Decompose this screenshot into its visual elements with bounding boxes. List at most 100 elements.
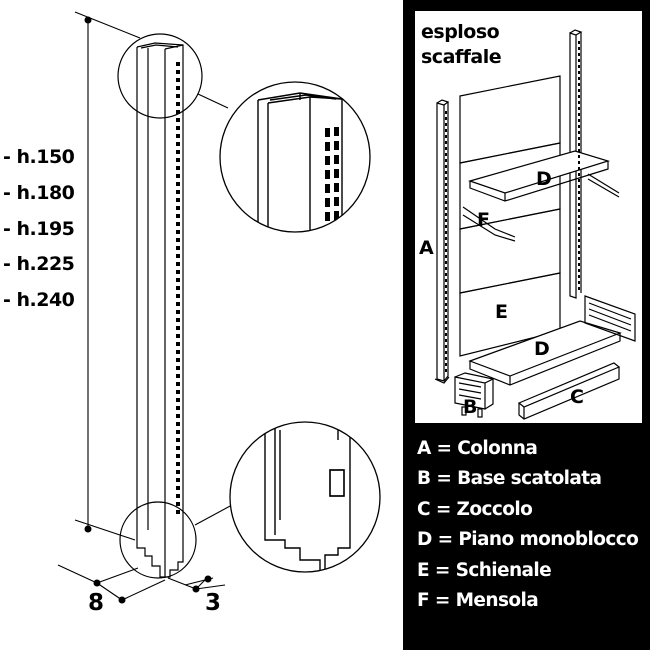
column-slot bbox=[176, 318, 180, 322]
exploded-slot bbox=[578, 101, 580, 104]
exploded-slot bbox=[578, 65, 580, 68]
exploded-view-inset: esploso scaffale A D F E D B C bbox=[415, 11, 642, 423]
exploded-slot bbox=[445, 303, 447, 306]
depth-dimension-dot-2 bbox=[118, 596, 126, 604]
column-slot bbox=[176, 366, 180, 370]
part-label-f: F bbox=[477, 209, 490, 231]
column-slot bbox=[176, 62, 180, 66]
base-b bbox=[454, 372, 495, 418]
exploded-slot bbox=[578, 161, 580, 164]
exploded-slot bbox=[445, 123, 447, 126]
detail-slot bbox=[325, 170, 330, 179]
bottom-leader-line bbox=[194, 504, 233, 526]
base-d bbox=[468, 320, 622, 386]
height-dimension-top-dot bbox=[84, 16, 92, 24]
detail-slot bbox=[334, 169, 339, 178]
height-option: - h.180 bbox=[3, 181, 75, 204]
exploded-slot bbox=[578, 71, 580, 74]
exploded-view-title: esploso scaffale bbox=[421, 20, 502, 70]
plinth-c bbox=[517, 362, 621, 420]
exploded-slot bbox=[578, 269, 580, 272]
exploded-slot bbox=[445, 165, 447, 168]
exploded-slot bbox=[445, 291, 447, 294]
exploded-slot bbox=[578, 221, 580, 224]
column-slot bbox=[176, 374, 180, 378]
height-dimension-bottom-dot bbox=[84, 525, 92, 533]
column-slots bbox=[176, 62, 180, 514]
top-detail-slots bbox=[325, 127, 339, 232]
height-option: - h.150 bbox=[3, 146, 75, 168]
exploded-slot bbox=[578, 77, 580, 80]
exploded-slot bbox=[445, 249, 447, 252]
column-a bbox=[434, 99, 450, 384]
part-label-d-base: D bbox=[534, 338, 550, 360]
side-bracket bbox=[584, 295, 636, 342]
column-slot bbox=[176, 494, 180, 498]
bottom-detail-circle bbox=[229, 421, 381, 573]
exploded-slot bbox=[578, 281, 580, 284]
exploded-slot bbox=[445, 321, 447, 324]
exploded-slot bbox=[578, 239, 580, 242]
exploded-slot bbox=[445, 177, 447, 180]
detail-slot bbox=[325, 212, 330, 221]
exploded-slot bbox=[445, 171, 447, 174]
exploded-slot bbox=[578, 149, 580, 152]
detail-slot bbox=[334, 197, 339, 206]
exploded-slot bbox=[578, 173, 580, 176]
exploded-slot bbox=[445, 117, 447, 120]
thickness-dimension-label: 3 bbox=[205, 590, 222, 616]
column-slot bbox=[176, 70, 180, 74]
exploded-slot bbox=[578, 95, 580, 98]
exploded-slot bbox=[445, 213, 447, 216]
column-slot bbox=[176, 134, 180, 138]
column-slot bbox=[176, 350, 180, 354]
exploded-slot bbox=[578, 41, 580, 44]
exploded-slot bbox=[578, 251, 580, 254]
column-slot bbox=[176, 446, 180, 450]
exploded-slot bbox=[578, 83, 580, 86]
legend-item: A = Colonna bbox=[417, 438, 538, 459]
bottom-detail-slot bbox=[329, 469, 345, 497]
exploded-slot bbox=[578, 227, 580, 230]
exploded-slot bbox=[445, 141, 447, 144]
column-slot bbox=[176, 174, 180, 178]
part-label-d-shelf: D bbox=[536, 168, 552, 190]
column-slot bbox=[176, 502, 180, 506]
column-slot bbox=[176, 398, 180, 402]
exploded-slot bbox=[445, 111, 447, 114]
part-label-c: C bbox=[570, 386, 584, 408]
column-slot bbox=[176, 510, 180, 514]
top-detail-circle bbox=[219, 81, 371, 233]
column-slot bbox=[176, 198, 180, 202]
exploded-slot bbox=[445, 345, 447, 348]
column-slot bbox=[176, 486, 180, 490]
legend-item: D = Piano monoblocco bbox=[417, 529, 639, 551]
column-slot bbox=[176, 78, 180, 82]
parts-legend: A = Colonna B = Base scatolata C = Zocco… bbox=[417, 434, 639, 616]
exploded-slot bbox=[445, 279, 447, 282]
top-small-circle bbox=[117, 33, 203, 119]
exploded-slot bbox=[445, 135, 447, 138]
exploded-slot bbox=[445, 201, 447, 204]
column-slot bbox=[176, 190, 180, 194]
exploded-slot bbox=[578, 53, 580, 56]
exploded-slot bbox=[445, 261, 447, 264]
part-label-e: E bbox=[495, 301, 508, 323]
exploded-slot bbox=[445, 357, 447, 360]
exploded-slot bbox=[445, 273, 447, 276]
detail-slot bbox=[325, 128, 330, 137]
column-drawing bbox=[57, 11, 381, 604]
column-slot bbox=[176, 254, 180, 258]
exploded-slot bbox=[445, 327, 447, 330]
exploded-slot bbox=[578, 167, 580, 170]
column-slot bbox=[176, 358, 180, 362]
column-slot bbox=[176, 478, 180, 482]
height-option: - h.225 bbox=[3, 253, 75, 276]
back-panel-upper bbox=[459, 75, 561, 357]
detail-slot bbox=[325, 198, 330, 207]
height-options-list: - h.150 - h.180 - h.195 - h.225 - h.240 bbox=[3, 140, 75, 319]
height-option: - h.195 bbox=[3, 217, 75, 240]
exploded-slot bbox=[578, 155, 580, 158]
exploded-slot bbox=[578, 287, 580, 290]
exploded-slot bbox=[578, 89, 580, 92]
